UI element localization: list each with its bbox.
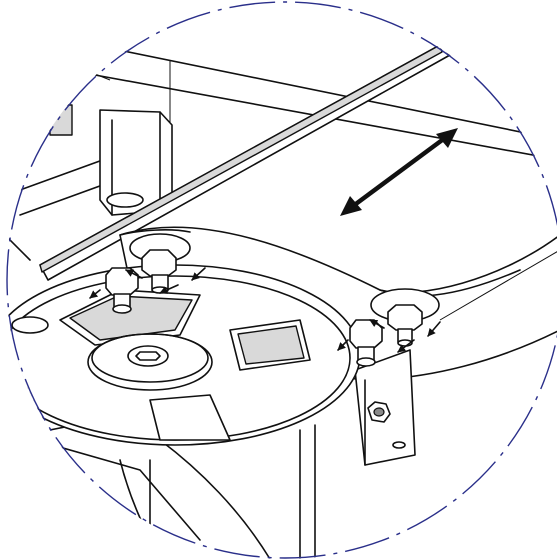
nut-arrow-8 bbox=[337, 339, 349, 351]
nut-arrow-5 bbox=[427, 321, 441, 337]
nut-arrow-7 bbox=[369, 319, 385, 329]
nut-arrow-1 bbox=[191, 267, 206, 281]
nut-arrow-6 bbox=[397, 339, 415, 353]
nut-arrow-2 bbox=[159, 284, 179, 294]
adjustment-arrow bbox=[340, 128, 458, 216]
side-bolt bbox=[367, 401, 406, 449]
diagonal-beam bbox=[39, 44, 451, 281]
nut-arrow-4 bbox=[89, 289, 101, 299]
nut-arrow-3 bbox=[125, 269, 143, 279]
detail-circle-frame bbox=[6, 1, 557, 559]
frame-rails bbox=[6, 39, 557, 261]
hub-plate bbox=[6, 264, 361, 446]
nut-arrows bbox=[89, 267, 441, 353]
drawing-content bbox=[6, 39, 557, 559]
upright-bracket bbox=[49, 104, 173, 216]
